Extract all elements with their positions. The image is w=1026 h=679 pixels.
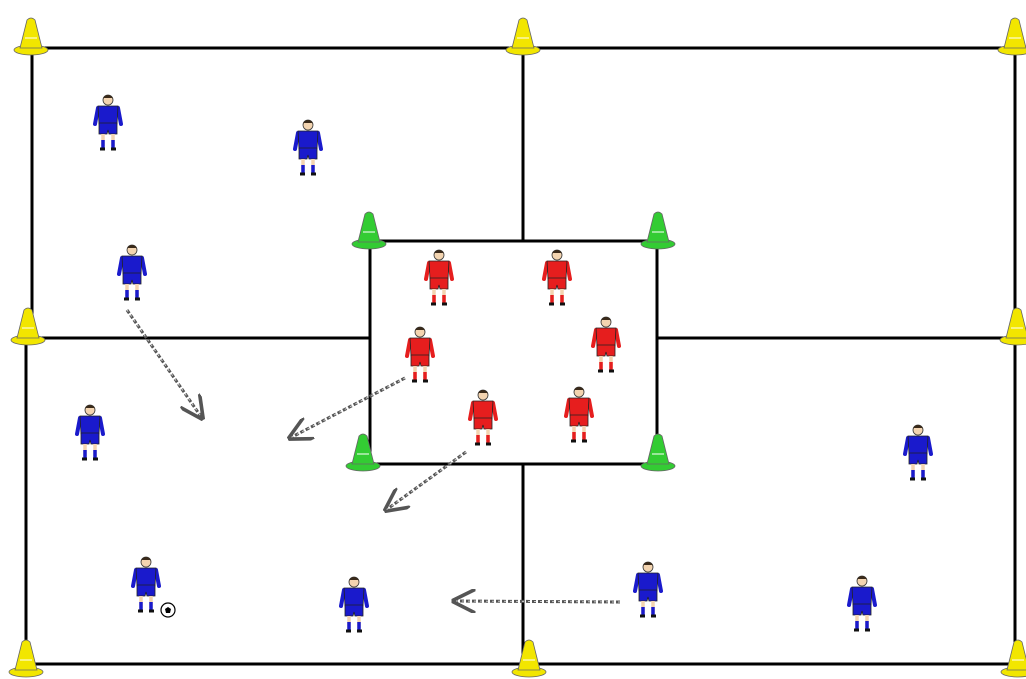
green-cone-icon [641, 434, 675, 471]
soccer-ball-icon [161, 603, 175, 617]
pass-arrows [127, 310, 620, 602]
blue-player-icon [95, 95, 121, 149]
blue-player-icon [119, 245, 145, 299]
green-cone-icon [641, 212, 675, 249]
ball-layer [161, 603, 175, 617]
blue-player-icon [133, 557, 159, 611]
yellow-cone-icon [9, 640, 43, 677]
yellow-cone-icon [1000, 308, 1026, 345]
blue-player-icon [77, 405, 103, 459]
yellow-cone-icon [512, 640, 546, 677]
red-player-icon [566, 387, 592, 441]
yellow-cone-icon [1001, 640, 1026, 677]
green-cone-icon [346, 434, 380, 471]
red-player-icon [470, 390, 496, 444]
pass-arrow-icon [386, 452, 466, 510]
field-lines [26, 48, 1015, 664]
blue-player-icon [295, 120, 321, 174]
blue-player-icon [905, 425, 931, 479]
red-player-icon [407, 327, 433, 381]
red-player-icon [426, 250, 452, 304]
yellow-cone-icon [14, 18, 48, 55]
blue-player-icon [341, 577, 367, 631]
green-cone-icon [352, 212, 386, 249]
red-player-icon [544, 250, 570, 304]
yellow-cone-icon [506, 18, 540, 55]
blue-player-icon [635, 562, 661, 616]
red-player-icon [593, 317, 619, 371]
outer-boundary [26, 48, 1015, 664]
yellow-cone-icon [998, 18, 1026, 55]
pass-arrow-icon [454, 601, 620, 602]
yellow-cone-icon [11, 308, 45, 345]
pass-arrow-icon [127, 310, 202, 418]
blue-player-icon [849, 576, 875, 630]
pass-arrow-icon [290, 378, 405, 438]
players [77, 95, 931, 631]
cones [9, 18, 1026, 677]
